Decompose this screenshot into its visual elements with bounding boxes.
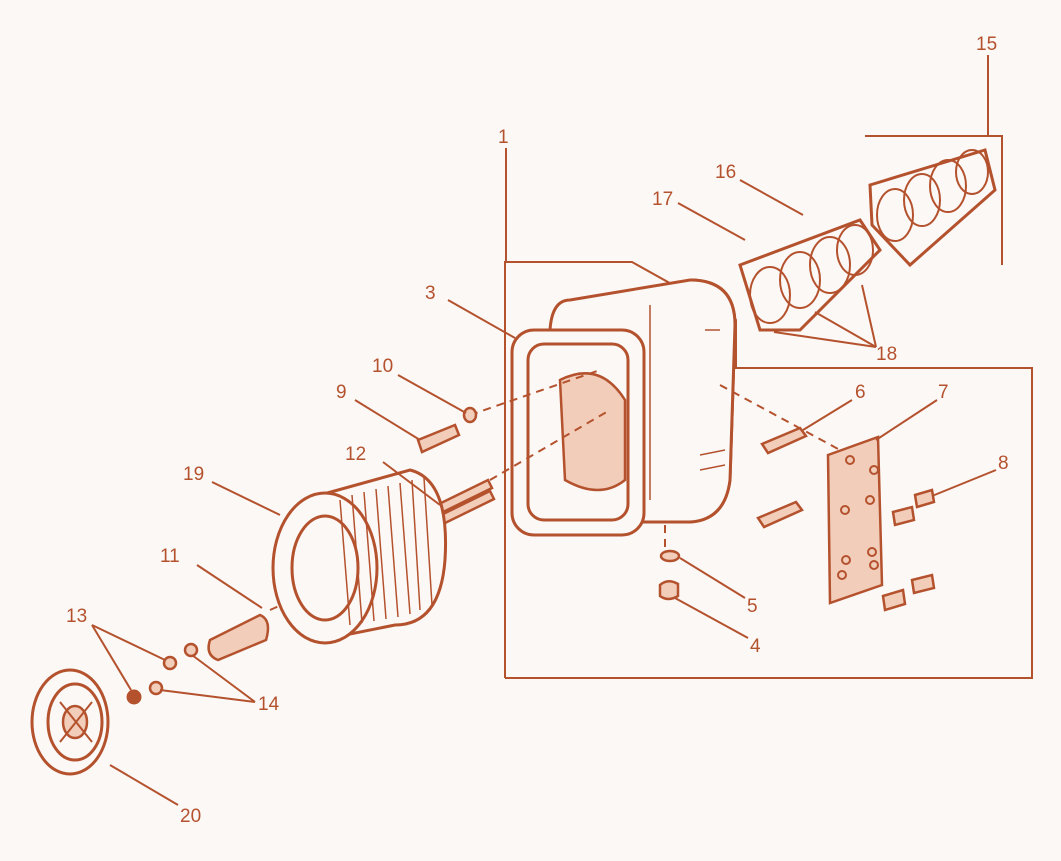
pulley-cover bbox=[30, 668, 110, 776]
callout-13: 13 bbox=[66, 606, 87, 627]
leader-9 bbox=[354, 399, 421, 441]
leader-14b bbox=[159, 689, 256, 703]
washer-lower bbox=[148, 680, 164, 696]
callout-19: 19 bbox=[183, 464, 204, 485]
callout-5: 5 bbox=[747, 596, 758, 617]
callout-18: 18 bbox=[876, 344, 897, 365]
flange-gaskets bbox=[738, 218, 882, 332]
leader-12 bbox=[382, 461, 441, 506]
callout-1: 1 bbox=[498, 127, 509, 148]
drain-plug bbox=[658, 580, 680, 601]
gasket-set bbox=[868, 148, 997, 268]
leader-5 bbox=[679, 557, 746, 599]
leader-13a bbox=[91, 624, 166, 661]
leader-16 bbox=[739, 179, 804, 216]
centerline-housing bbox=[469, 369, 601, 416]
mounting-plate bbox=[826, 435, 884, 605]
leader-19 bbox=[211, 481, 281, 516]
plate-screws bbox=[881, 488, 936, 612]
callout-12: 12 bbox=[345, 444, 366, 465]
drain-washer bbox=[659, 549, 681, 563]
callout-8: 8 bbox=[998, 453, 1009, 474]
leader-4 bbox=[674, 597, 749, 639]
callout-6: 6 bbox=[855, 382, 866, 403]
leader-6 bbox=[802, 399, 853, 431]
callout-4: 4 bbox=[750, 636, 761, 657]
leader-18b bbox=[814, 311, 877, 348]
filter-cartridge bbox=[271, 468, 448, 645]
square-gasket bbox=[510, 328, 646, 537]
callout-9: 9 bbox=[336, 382, 347, 403]
centerline-plate bbox=[719, 384, 841, 451]
nut-upper bbox=[162, 655, 178, 671]
callout-7: 7 bbox=[938, 382, 949, 403]
callout-16: 16 bbox=[715, 162, 736, 183]
callout-15: 15 bbox=[976, 34, 997, 55]
nut-lower bbox=[126, 689, 142, 705]
leader-18c bbox=[861, 284, 877, 348]
callout-11: 11 bbox=[160, 546, 180, 567]
callout-3: 3 bbox=[425, 283, 436, 304]
pump-shaft bbox=[207, 613, 270, 662]
callout-10: 10 bbox=[372, 356, 393, 377]
leader-11 bbox=[196, 564, 263, 609]
leader-8 bbox=[931, 469, 997, 497]
callout-17: 17 bbox=[652, 189, 673, 210]
stud-bolts bbox=[435, 478, 496, 527]
leader-14a bbox=[191, 654, 256, 703]
callout-14: 14 bbox=[258, 694, 280, 715]
leader-3 bbox=[447, 299, 516, 339]
rail-6 bbox=[756, 426, 808, 529]
centerline-bolts bbox=[489, 409, 611, 481]
callout-20: 20 bbox=[180, 806, 201, 827]
leader-13b bbox=[91, 624, 132, 691]
leader-10 bbox=[397, 374, 467, 414]
leader-7 bbox=[875, 399, 938, 441]
leader-17 bbox=[677, 202, 746, 241]
leader-18a bbox=[773, 331, 877, 348]
washer-upper bbox=[183, 642, 199, 658]
housing-bolt bbox=[416, 423, 461, 454]
leader-20 bbox=[109, 764, 179, 806]
assembly-1-outline bbox=[504, 261, 1033, 679]
gasket-set-15-outline bbox=[865, 135, 1003, 265]
housing-washer bbox=[462, 406, 478, 424]
